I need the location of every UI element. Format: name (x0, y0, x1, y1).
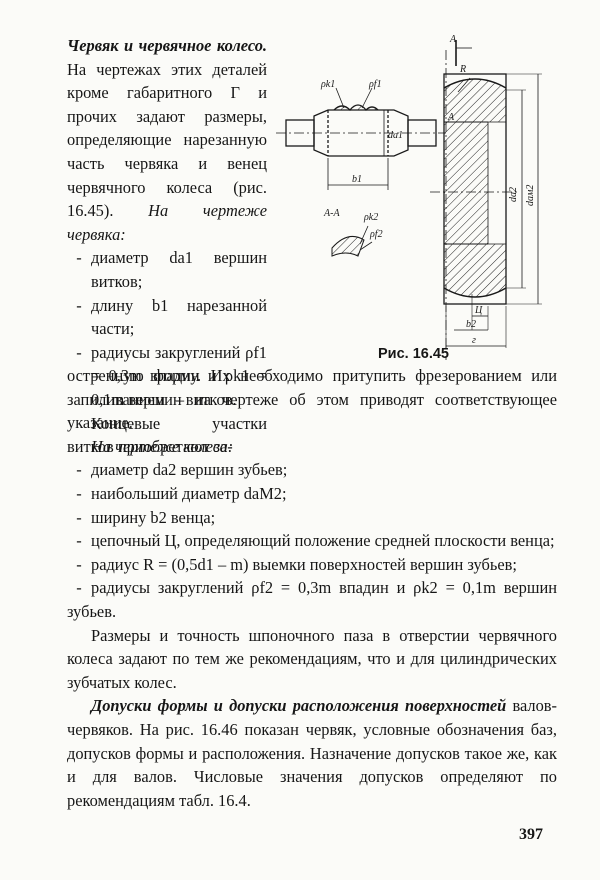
worm-intro-text: На чертежах этих деталей кроме габаритно… (67, 59, 267, 221)
section-a-a (331, 225, 373, 257)
worm-drawing (276, 87, 446, 190)
left-column: Червяк и червячное колесо. На чертежах э… (67, 34, 267, 459)
wheel-list-item: -цепочный Ц, определяющий положение сред… (76, 531, 555, 551)
wheel-list-item: -радиусы закруглений ρf2 = 0,3m впадин и… (67, 578, 557, 621)
label-b1: b1 (352, 174, 362, 185)
worm-wheel-drawing (430, 40, 542, 360)
figure-16-45: ρk1 ρf1 da1 b1 A-A ρk2 ρf2 (276, 30, 576, 375)
worm-ends-text-part1: Концевые участки витков приобретают за- (67, 413, 267, 457)
label-rho-k2: ρk2 (363, 212, 378, 223)
label-rho-k1: ρk1 (320, 79, 335, 90)
wheel-item-text: диаметр da2 вершин зубьев; (91, 460, 288, 480)
worm-item-text: длину b1 нарезанной части; (91, 295, 267, 339)
worm-intro-paragraph: Червяк и червячное колесо. На чертежах э… (67, 34, 267, 246)
main-column: остренную форму. Их необходимо притупить… (67, 364, 557, 812)
label-r: г (472, 335, 476, 346)
figure-caption: Рис. 16.45 (378, 346, 449, 362)
label-c: Ц (474, 305, 483, 316)
label-b2: b2 (466, 319, 476, 330)
worm-ends-text-part2: остренную форму. Их необходимо притупить… (67, 366, 557, 433)
worm-item-text: радиусы закруглений ρf1 = 0,3m впадин и … (91, 342, 267, 409)
label-da1: da1 (388, 130, 403, 141)
wheel-item-text: радиус R = (0,5d1 – m) выемки поверхност… (91, 554, 517, 574)
wheel-list-item: - радиус R = (0,5d1 – m) выемки поверхно… (67, 553, 557, 577)
page-number: 397 (519, 826, 543, 843)
tolerances-body: валов-червяков. На рис. 16.46 показан че… (67, 696, 557, 810)
label-dam2: daм2 (525, 185, 536, 206)
wheel-list-item: - диаметр da2 вершин зубьев; (67, 458, 557, 482)
worm-drawing-lead: На чертеже червяка: (67, 201, 267, 244)
wheel-item-text: наибольший диаметр daM2; (91, 483, 287, 503)
wheel-item-text: ширину b2 венца; (91, 507, 216, 527)
worm-item-text: диаметр da1 вершин витков; (91, 248, 267, 291)
label-rho-f2: ρf2 (369, 229, 383, 240)
label-a-top: A (449, 34, 457, 45)
worm-list-item: - диаметр da1 вершин витков; (67, 246, 267, 293)
tolerances-heading: Допуски формы и допуски расположения пов… (91, 696, 507, 716)
label-a-mid: A (447, 112, 455, 123)
wheel-item-text: цепочный Ц, определяющий положение средн… (91, 531, 555, 551)
tolerances-paragraph: Допуски формы и допуски расположения пов… (67, 694, 557, 812)
label-da2: da2 (508, 187, 519, 202)
worm-list-item: - радиусы закруглений ρf1 = 0,3m впадин … (67, 341, 267, 412)
wheel-drawing-lead: На чертеже колеса: (91, 436, 234, 456)
keyway-paragraph: Размеры и точность шпоночного паза в отв… (67, 625, 557, 692)
wheel-list-item: - наибольший диаметр daM2; (67, 482, 557, 506)
worm-list-item: - длину b1 нарезанной части; (67, 294, 267, 341)
wheel-item-text: радиусы закруглений ρf2 = 0,3m впадин и … (67, 578, 557, 621)
label-r-radius: R (459, 64, 466, 75)
label-section: A-A (323, 208, 340, 219)
label-rho-f1: ρf1 (368, 79, 382, 90)
wheel-list-item: - ширину b2 венца; (67, 506, 557, 530)
worm-section-heading: Червяк и червячное колесо. (67, 36, 267, 55)
